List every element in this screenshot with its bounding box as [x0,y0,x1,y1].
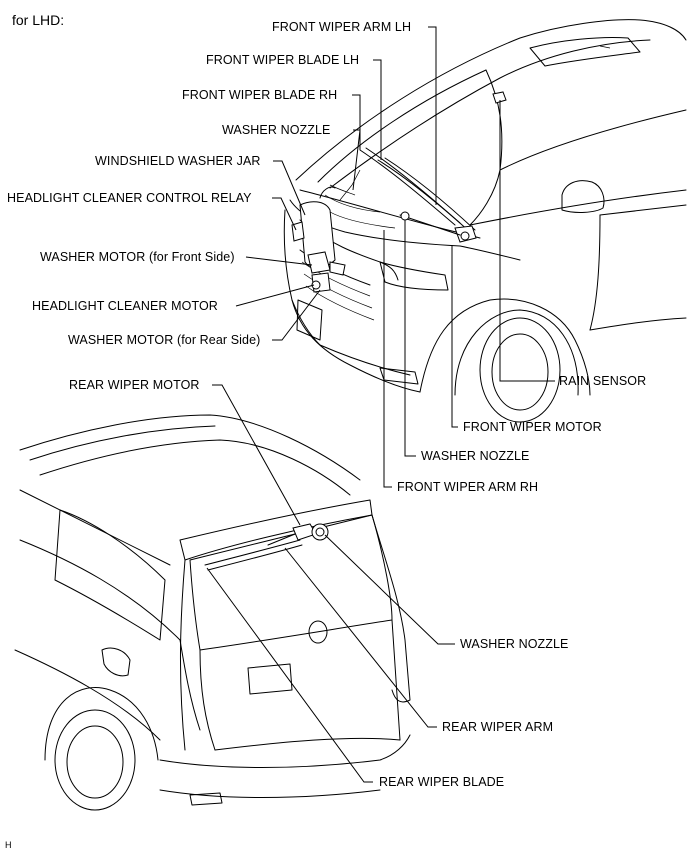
front-vehicle-drawing [283,19,687,423]
label-washer-nozzle-rear: WASHER NOZZLE [460,637,569,651]
figure-code: H [5,840,12,850]
label-washer-nozzle-top: WASHER NOZZLE [222,123,331,137]
diagram-title: for LHD: [12,12,65,28]
rear-vehicle-drawing [14,414,411,811]
label-headlight-cleaner-motor: HEADLIGHT CLEANER MOTOR [32,299,218,313]
label-front-wiper-motor: FRONT WIPER MOTOR [463,420,602,434]
label-front-wiper-blade-lh: FRONT WIPER BLADE LH [206,53,360,67]
leader-lines [206,26,555,783]
label-rear-wiper-arm: REAR WIPER ARM [442,720,554,734]
label-washer-motor-front: WASHER MOTOR (for Front Side) [40,250,235,264]
label-headlight-cleaner-control-relay: HEADLIGHT CLEANER CONTROL RELAY [7,191,252,205]
label-washer-motor-rear: WASHER MOTOR (for Rear Side) [68,333,261,347]
label-front-wiper-arm-lh: FRONT WIPER ARM LH [272,20,412,34]
label-front-wiper-arm-rh: FRONT WIPER ARM RH [397,480,539,494]
label-washer-nozzle-bottom: WASHER NOZZLE [421,449,530,463]
label-rain-sensor: RAIN SENSOR [559,374,647,388]
label-rear-wiper-blade: REAR WIPER BLADE [379,775,505,789]
label-front-wiper-blade-rh: FRONT WIPER BLADE RH [182,88,338,102]
label-rear-wiper-motor: REAR WIPER MOTOR [69,378,200,392]
label-windshield-washer-jar: WINDSHIELD WASHER JAR [95,154,261,168]
